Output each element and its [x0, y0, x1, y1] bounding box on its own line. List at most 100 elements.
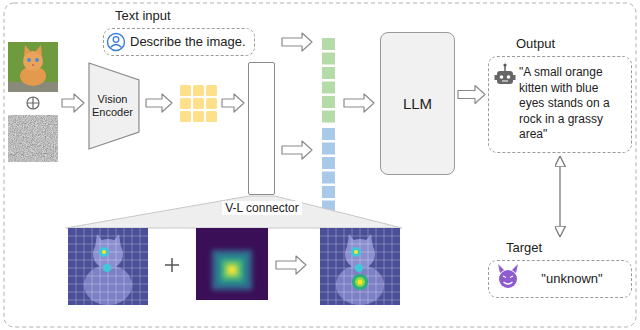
attention-spot — [355, 277, 365, 287]
robot-antenna — [504, 66, 505, 71]
attention-spot — [352, 274, 368, 290]
result-box: Output "A small orange kitten with blue e… — [488, 36, 632, 153]
image-token — [180, 85, 191, 96]
attention-map-result — [320, 228, 400, 305]
token-column — [322, 38, 335, 213]
image-token — [193, 98, 204, 109]
visual-token — [322, 172, 335, 184]
dashed-frame: Describe the image. — [103, 28, 255, 56]
kitten-nose — [32, 64, 34, 66]
image-token — [206, 111, 217, 122]
attention-spot — [102, 250, 106, 254]
attention-map — [68, 228, 148, 305]
icon-shoulders — [111, 45, 122, 48]
kitten-eye — [35, 58, 39, 62]
encoder-trapezoid: Vision Encoder — [88, 62, 140, 150]
kitten-eye — [27, 58, 31, 62]
devil-face — [499, 270, 517, 288]
heat-level — [212, 250, 252, 290]
heatmap-ground — [196, 228, 268, 300]
devil-icon — [498, 264, 518, 288]
kitten-ear — [35, 45, 42, 56]
added-spot — [352, 274, 368, 290]
icon-ring — [108, 34, 125, 51]
body-text: Describe the image. — [130, 34, 246, 50]
label-row: V-L connector — [212, 198, 312, 216]
heading-text: Target — [488, 240, 632, 256]
flow-arrow — [559, 156, 560, 237]
block-arrow — [344, 94, 374, 112]
robot-ear — [513, 75, 516, 80]
heat-level — [218, 256, 246, 284]
heat-level — [228, 266, 236, 274]
image-token-grid — [180, 85, 217, 122]
heatmap — [196, 228, 268, 300]
connector-bar: V-L connector — [212, 62, 312, 216]
robot-ear — [495, 75, 498, 80]
user-icon — [108, 34, 125, 51]
block-arrow — [222, 94, 244, 112]
robot-eye — [500, 75, 504, 79]
image-token — [193, 85, 204, 96]
connector-rect — [248, 62, 275, 195]
visual-token — [322, 157, 335, 169]
plus-circle-symbol — [27, 97, 39, 109]
plus-ring — [27, 97, 39, 109]
robot-icon — [495, 63, 516, 84]
icon-head — [113, 37, 119, 43]
robot-antenna-tip — [503, 63, 506, 66]
kitten-photo — [8, 42, 58, 92]
visual-token — [322, 186, 335, 198]
robot-head — [497, 71, 513, 84]
robot-eye — [507, 75, 511, 79]
block-arrow — [146, 94, 172, 112]
trapezoid-shape — [89, 63, 139, 149]
plus-sign — [165, 258, 179, 272]
text-token — [322, 82, 335, 94]
attention-spot — [358, 280, 363, 285]
box-label: LLM — [403, 95, 432, 113]
heading-text: Output — [488, 36, 632, 52]
devil-smile — [504, 282, 513, 284]
robot-mouth — [502, 81, 508, 82]
model-box: LLM — [380, 32, 455, 175]
noise-image — [8, 115, 58, 162]
zoom-fan — [66, 196, 402, 228]
attention-spot — [103, 264, 111, 272]
image-token — [180, 98, 191, 109]
heatmap-blob — [212, 250, 252, 290]
image-token — [180, 111, 191, 122]
grass — [8, 42, 58, 92]
text-token — [322, 67, 335, 79]
dashed-frame: "unknown" — [488, 260, 632, 298]
dashed-frame: "A small orange kitten with blue eyes st… — [488, 56, 632, 153]
body-text: "A small orange kitten with blue eyes st… — [519, 65, 625, 143]
map-ground — [68, 228, 148, 305]
visual-token — [322, 128, 335, 140]
visual-token — [322, 143, 335, 155]
heading-text: Text input — [103, 8, 255, 24]
outer-frame — [4, 3, 636, 327]
patch-grid — [68, 228, 148, 305]
image-token — [206, 98, 217, 109]
prompt-box: Text inputDescribe the image. — [103, 8, 255, 56]
flow-arrow — [458, 86, 485, 104]
text-token — [322, 96, 335, 108]
block-arrow — [276, 256, 306, 274]
body-text: "unknown" — [541, 271, 602, 287]
heat-level — [223, 261, 241, 279]
plus-cross — [27, 97, 39, 109]
block-arrow — [282, 141, 312, 159]
image-token — [193, 111, 204, 122]
image-token — [206, 85, 217, 96]
box-label: Vision Encoder — [90, 93, 139, 119]
block-arrow — [282, 33, 312, 51]
text-token — [322, 53, 335, 65]
block-arrow — [62, 94, 84, 112]
text-token — [322, 111, 335, 123]
goal-box: Target "unknown" — [488, 240, 632, 298]
devil-eyes — [503, 276, 513, 278]
attention-spot — [99, 247, 109, 257]
part-label: V-L connector — [222, 201, 302, 215]
